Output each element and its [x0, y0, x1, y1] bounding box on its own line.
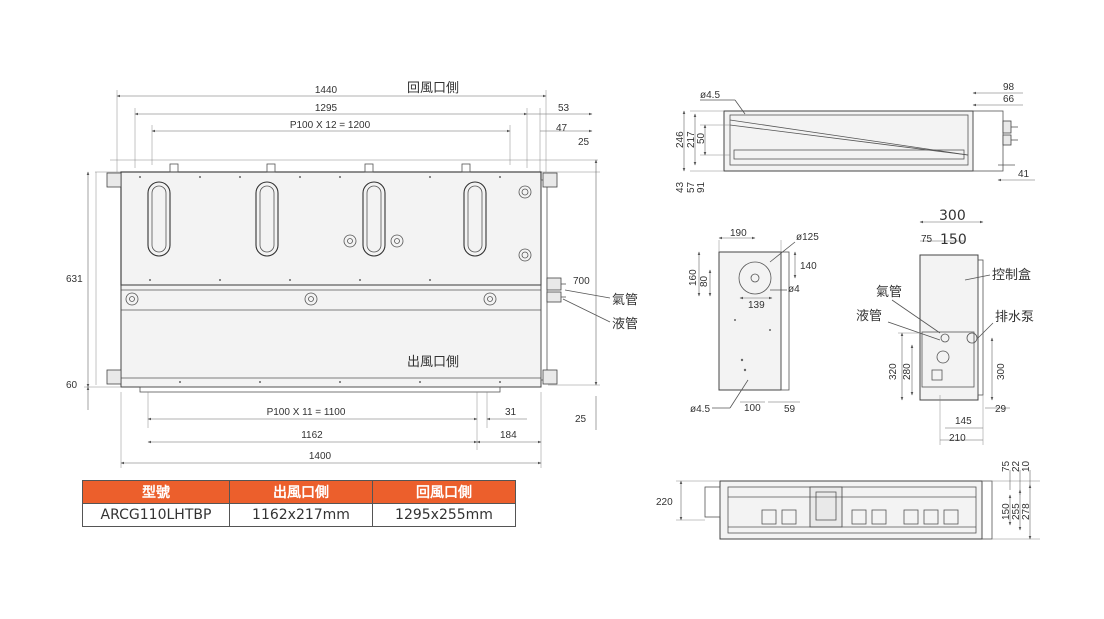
dim-300-width: 300 [939, 208, 966, 224]
dim-o4-5: ø4.5 [690, 404, 710, 415]
dim-29: 29 [995, 404, 1007, 415]
end-view: 300 75 150 控制盒 氣管 液管 排水泵 320 280 300 29 … [856, 208, 1034, 445]
dim-75-b: 75 [1001, 460, 1012, 472]
dim-139: 139 [748, 300, 765, 311]
supply-air-side-label: 出風口側 [407, 355, 459, 370]
air-slots [147, 181, 487, 257]
dim-150: 150 [940, 232, 967, 248]
dim-98: 98 [1003, 82, 1015, 93]
dim-o4: ø4 [788, 284, 800, 295]
side-view: 246 217 50 43 57 91 ø4.5 98 66 41 [675, 82, 1035, 193]
dim-66: 66 [1003, 94, 1015, 105]
dim-25-bottom: 25 [575, 414, 587, 425]
dim-160: 160 [688, 269, 699, 286]
cell-supply-air: 1162x217mm [229, 503, 373, 527]
hole-label-side: ø4.5 [700, 90, 720, 101]
dim-31: 31 [505, 407, 517, 418]
spec-table-header: 型號 出風口側 回風口側 [82, 480, 516, 504]
dim-o125: ø125 [796, 232, 819, 243]
cell-return-air: 1295x255mm [372, 503, 516, 527]
dim-140: 140 [800, 261, 817, 272]
dim-1295: 1295 [315, 103, 338, 114]
dim-255: 255 [1011, 503, 1022, 520]
dim-10: 10 [1021, 460, 1032, 472]
bottom-hole-row [139, 386, 501, 393]
bottom-view: 220 75 22 10 150 255 278 [656, 460, 1040, 540]
dim-41: 41 [1018, 169, 1030, 180]
dim-91: 91 [696, 181, 707, 193]
flange-view: 190 ø125 140 160 80 139 ø4 ø4.5 100 59 [688, 228, 819, 415]
dim-59: 59 [784, 404, 796, 415]
dim-47: 47 [556, 123, 568, 134]
dim-1400: 1400 [309, 451, 332, 462]
header-model: 型號 [82, 480, 230, 504]
dim-280: 280 [902, 363, 913, 380]
spec-table: 型號 出風口側 回風口側 ARCG110LHTBP 1162x217mm 129… [82, 480, 516, 527]
dim-700: 700 [573, 276, 590, 287]
dim-631: 631 [66, 274, 83, 285]
dim-217: 217 [686, 131, 697, 148]
dim-57: 57 [686, 181, 697, 193]
dim-53: 53 [558, 103, 570, 114]
main-plan-view: 1440 回風口側 1295 P100 X 12 = 1200 53 47 25 [66, 81, 638, 468]
dim-p100x11: P100 X 11 = 1100 [267, 407, 346, 418]
dim-75: 75 [921, 234, 933, 245]
top-hole-row [169, 163, 471, 173]
liquid-pipe-end-label: 液管 [856, 309, 882, 324]
liquid-pipe-label: 液管 [612, 317, 638, 332]
dim-22: 22 [1011, 460, 1022, 472]
dim-1162: 1162 [301, 430, 323, 441]
dim-300-height: 300 [996, 363, 1007, 380]
dim-150-b: 150 [1001, 503, 1012, 520]
dim-100: 100 [744, 403, 761, 414]
dim-25-top: 25 [578, 137, 590, 148]
control-box-label: 控制盒 [992, 267, 1031, 283]
cell-model: ARCG110LHTBP [82, 503, 230, 527]
gas-pipe-end-label: 氣管 [876, 285, 902, 300]
dim-220: 220 [656, 497, 673, 508]
drain-pump-label: 排水泵 [995, 310, 1034, 325]
dim-278: 278 [1021, 503, 1032, 520]
dim-145: 145 [955, 416, 972, 427]
dim-43: 43 [675, 181, 686, 193]
gas-pipe-label: 氣管 [612, 293, 638, 308]
dim-50: 50 [696, 132, 707, 144]
dim-320: 320 [888, 363, 899, 380]
dim-80: 80 [699, 275, 710, 287]
dim-210: 210 [949, 433, 966, 444]
table-row: ARCG110LHTBP 1162x217mm 1295x255mm [82, 503, 516, 527]
dim-60: 60 [66, 380, 78, 391]
dim-190: 190 [730, 228, 747, 239]
dim-p100x12: P100 X 12 = 1200 [290, 120, 371, 131]
dim-1440: 1440 [315, 85, 338, 96]
header-return-air: 回風口側 [372, 480, 516, 504]
dim-184: 184 [500, 430, 517, 441]
dim-246: 246 [675, 131, 686, 148]
pipe-connections [546, 277, 611, 323]
return-air-side-label: 回風口側 [407, 81, 459, 96]
header-supply-air: 出風口側 [229, 480, 373, 504]
